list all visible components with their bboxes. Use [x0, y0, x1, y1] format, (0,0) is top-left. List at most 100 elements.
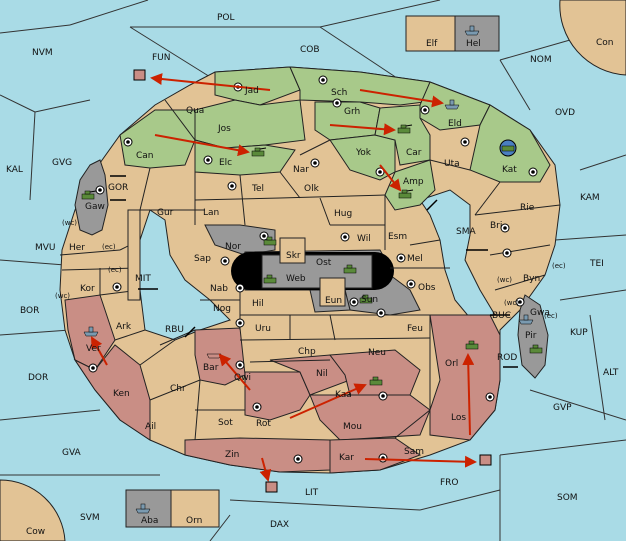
sc-los	[485, 392, 495, 402]
label-lit: LIT	[305, 488, 319, 498]
land-nil[interactable]	[269, 354, 351, 396]
label-orl: Orl	[445, 359, 458, 369]
label-sot: Sot	[218, 418, 233, 428]
label-tei: TEI	[589, 259, 604, 269]
label-olk: Olk	[304, 184, 320, 194]
label-nab: Nab	[210, 284, 228, 294]
label-rot: Rot	[256, 419, 271, 429]
land-con[interactable]	[559, 0, 626, 76]
coast-label: (ec)	[552, 262, 566, 270]
sc-wil	[340, 232, 350, 242]
land-sch[interactable]	[289, 66, 441, 106]
label-nil: Nil	[316, 369, 328, 379]
fleet-unit	[206, 353, 222, 359]
label-jos: Jos	[217, 124, 231, 134]
label-sma: SMA	[456, 227, 476, 237]
label-bor: BOR	[20, 306, 39, 316]
sc-gor	[95, 185, 105, 195]
label-kup: KUP	[570, 328, 588, 338]
army-unit	[529, 344, 543, 354]
label-neu: Neu	[368, 348, 386, 358]
sc-nab	[235, 283, 245, 293]
land-skr[interactable]	[279, 237, 306, 264]
sc-kor	[112, 282, 122, 292]
army-unit	[397, 124, 413, 134]
sc-nar	[310, 158, 320, 168]
label-obs: Obs	[418, 283, 436, 293]
label-mit: MIT	[135, 274, 151, 284]
land-orn[interactable]	[170, 489, 220, 528]
army-unit	[465, 340, 479, 350]
coast-label: (wc)	[504, 299, 519, 307]
land-zin[interactable]	[184, 437, 331, 473]
land-can[interactable]	[119, 109, 196, 169]
coast-label: (wc)	[55, 292, 70, 300]
label-amp: Amp	[403, 177, 424, 187]
label-hel: Hel	[466, 39, 481, 49]
label-rod: ROD	[497, 353, 517, 363]
fleet-unit	[464, 25, 480, 36]
land-elf[interactable]	[405, 15, 456, 52]
sc-obs	[406, 279, 416, 289]
label-svm: SVM	[80, 513, 100, 523]
label-ost: Ost	[316, 258, 332, 268]
army-unit	[343, 264, 357, 274]
land-mou[interactable]	[309, 394, 431, 441]
coast-label: (ec)	[544, 312, 558, 320]
label-fun: FUN	[152, 53, 171, 63]
sc-sun	[349, 297, 359, 307]
label-nor: Nor	[225, 242, 241, 252]
sc-kat	[528, 167, 538, 177]
sc-ver	[88, 363, 98, 373]
label-gva: GVA	[62, 448, 82, 458]
coast-label: (ec)	[108, 266, 122, 274]
label-pol: POL	[217, 13, 235, 23]
land-eun[interactable]	[319, 277, 346, 307]
land-orl-los[interactable]	[429, 314, 501, 441]
label-esm: Esm	[388, 232, 407, 242]
land-labels: Elf Hel Jad Sch Qua Jos Grh Eld Can Yok …	[69, 39, 550, 526]
land-aba[interactable]	[125, 489, 172, 528]
land-jos[interactable]	[194, 99, 306, 149]
label-ver: Ver	[86, 344, 101, 354]
label-ovd: OVD	[555, 108, 575, 118]
label-los: Los	[451, 413, 466, 423]
label-ark: Ark	[116, 322, 132, 332]
sc-qwi	[235, 360, 245, 370]
land-cow[interactable]	[0, 479, 66, 541]
coast-label: (wc)	[62, 219, 77, 227]
coast-label: (wc)	[497, 276, 512, 284]
label-her: Her	[69, 243, 85, 253]
label-uru: Uru	[255, 324, 271, 334]
land-kar[interactable]	[329, 437, 422, 474]
label-skr: Skr	[286, 251, 301, 261]
sc-feu	[376, 308, 386, 318]
army-unit	[369, 376, 383, 386]
label-tel: Tel	[251, 184, 264, 194]
label-pir: Pir	[525, 331, 537, 341]
label-alt: ALT	[603, 368, 619, 378]
coast-labels: (wc) (ec) (ec) (wc) (wc) (ec) (wc) (ec)	[55, 219, 566, 320]
supply-centers	[88, 75, 538, 464]
dislodged-unit	[133, 69, 146, 81]
label-jad: Jad	[244, 86, 259, 96]
label-chp: Chp	[298, 347, 316, 357]
label-nvm: NVM	[32, 48, 53, 58]
label-sun: Sun	[361, 295, 378, 305]
army-unit	[263, 236, 277, 246]
sc-sch	[318, 75, 328, 85]
label-orn: Orn	[186, 516, 202, 526]
label-gor: GOR	[108, 183, 128, 193]
label-nog: Nog	[213, 304, 231, 314]
label-rbu: RBU	[165, 325, 184, 335]
label-kal: KAL	[6, 165, 23, 175]
label-som: SOM	[557, 493, 578, 503]
label-byn: Byn	[523, 274, 540, 284]
label-kaa: Kaa	[335, 390, 352, 400]
fleet-unit	[135, 503, 151, 514]
order-arrows	[91, 73, 477, 482]
land-elc[interactable]	[194, 139, 296, 176]
label-cow: Cow	[26, 527, 45, 537]
label-web: Web	[286, 274, 306, 284]
land-nor[interactable]	[204, 224, 276, 256]
